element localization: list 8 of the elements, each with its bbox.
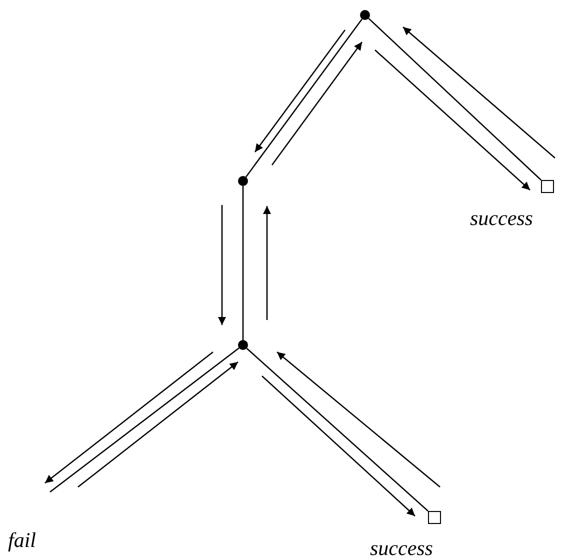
outcome-label: success [470,206,533,230]
outcome-label: success [370,536,433,560]
tree-branch [50,348,240,493]
tree-branch [242,186,244,340]
tree-branch [368,18,542,180]
tree-branch [245,18,363,178]
tree-branch [246,348,428,512]
outcome-label: fail [8,528,36,552]
